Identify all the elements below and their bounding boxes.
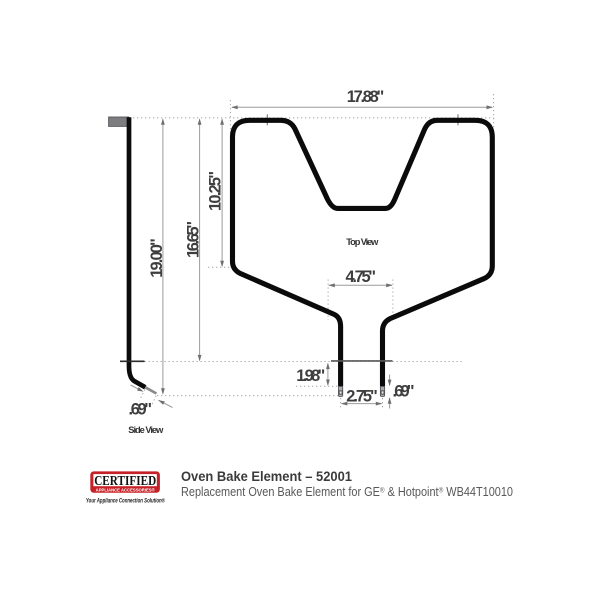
svg-text:Side View: Side View bbox=[128, 425, 164, 435]
svg-text:2.75": 2.75" bbox=[346, 387, 378, 405]
svg-text:1.98": 1.98" bbox=[296, 367, 325, 385]
svg-text:.69": .69" bbox=[129, 401, 153, 419]
svg-text:.69": .69" bbox=[393, 383, 415, 401]
svg-text:4.75": 4.75" bbox=[346, 268, 377, 286]
svg-text:17.88": 17.88" bbox=[347, 88, 385, 106]
svg-text:16.65": 16.65" bbox=[184, 221, 202, 258]
svg-text:APPLIANCE ACCESSORIES®: APPLIANCE ACCESSORIES® bbox=[96, 487, 156, 492]
svg-text:Top View: Top View bbox=[346, 237, 379, 247]
svg-text:Oven Bake Element – 52001: Oven Bake Element – 52001 bbox=[181, 469, 352, 485]
svg-text:Replacement Oven Bake Element: Replacement Oven Bake Element for GE® & … bbox=[181, 484, 513, 499]
svg-text:Your Appliance Connection Solu: Your Appliance Connection Solution® bbox=[86, 496, 165, 504]
svg-text:19.00": 19.00" bbox=[148, 238, 166, 278]
svg-text:CERTIFIED: CERTIFIED bbox=[94, 474, 156, 489]
svg-text:10.25": 10.25" bbox=[207, 171, 225, 211]
